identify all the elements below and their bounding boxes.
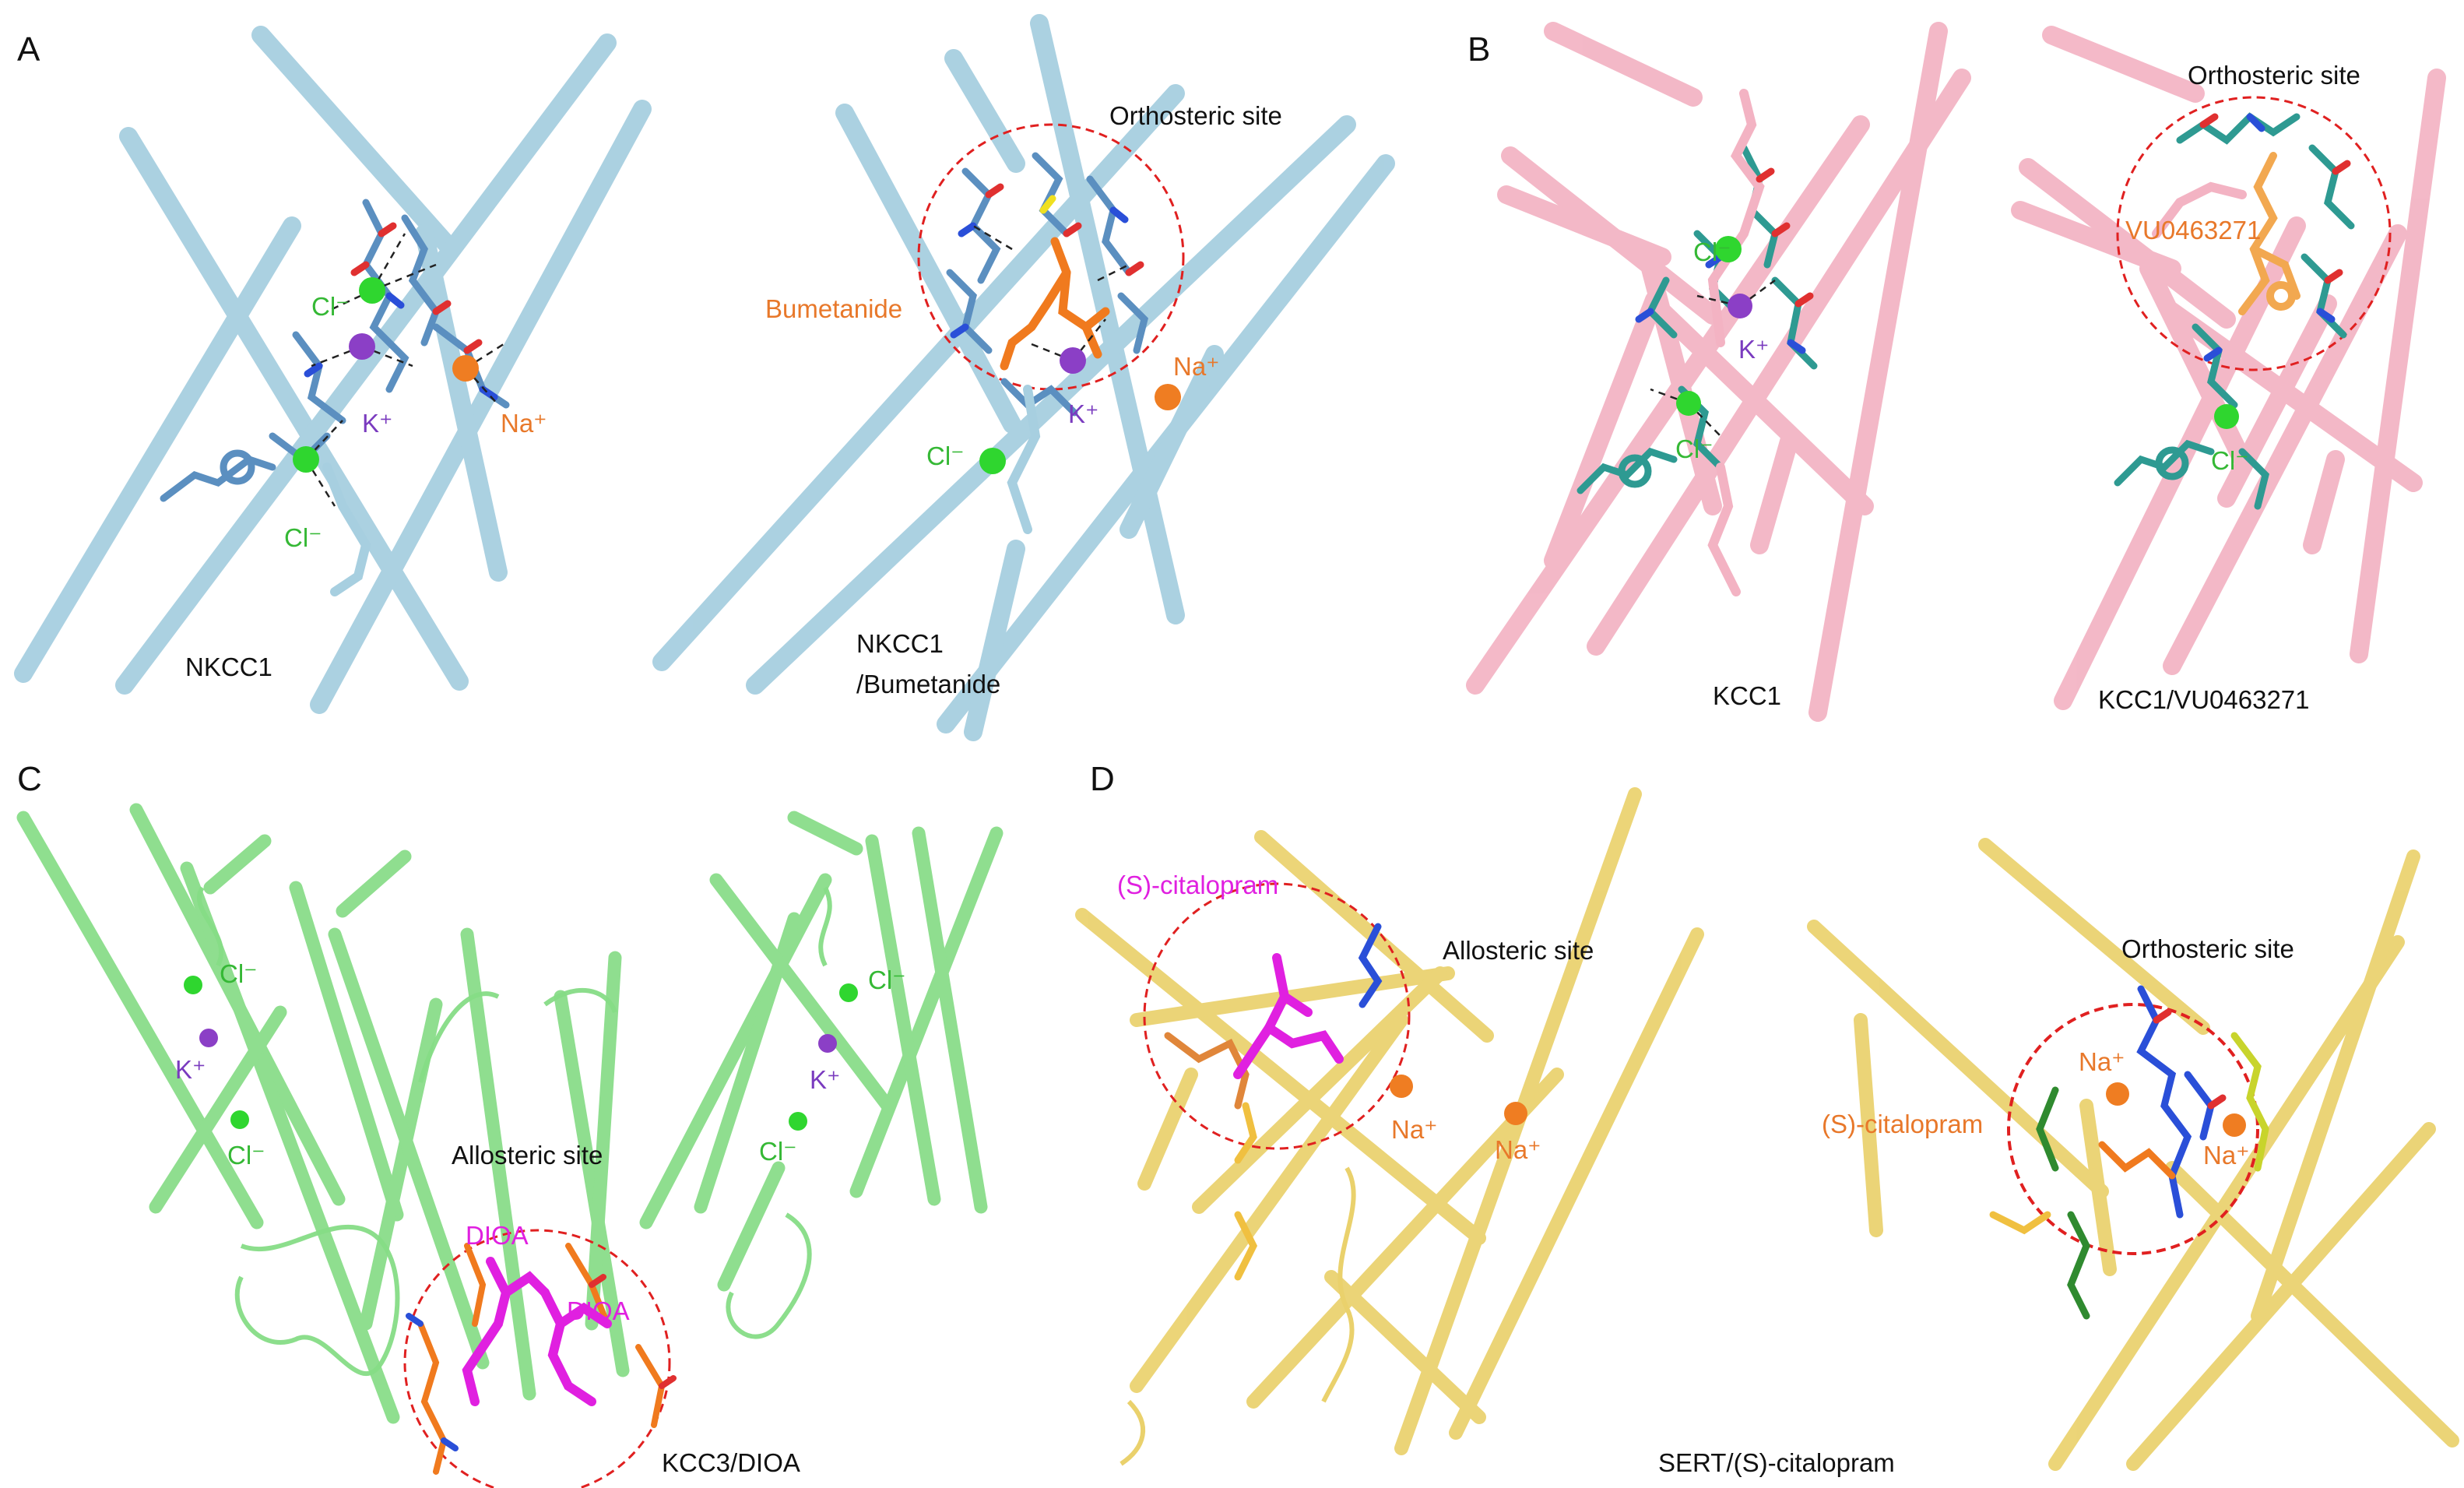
panel-a: A Cl⁻ K⁺ Na⁺ Cl⁻ NKCC1 xyxy=(14,14,1395,741)
panel-caption: NKCC1 xyxy=(185,653,272,681)
nkcc1-bumetanide-helices xyxy=(652,14,1395,741)
panel-caption: /Bumetanide xyxy=(856,670,1000,698)
panel-caption: SERT/(S)-citalopram xyxy=(1658,1448,1895,1477)
orthosteric-site-circle xyxy=(2007,1003,2259,1255)
k-label: K⁺ xyxy=(1738,335,1769,364)
kcc3-residues xyxy=(406,1243,677,1475)
chloride-ion xyxy=(839,983,858,1002)
orthosteric-site-label: Orthosteric site xyxy=(2121,934,2294,963)
cl-label: Cl⁻ xyxy=(220,959,258,988)
sodium-ion xyxy=(1390,1075,1413,1098)
panel-letter-d: D xyxy=(1090,760,1115,798)
potassium-ion xyxy=(1060,347,1086,374)
chloride-ion xyxy=(184,976,202,994)
s-citalopram-label: (S)-citalopram xyxy=(1822,1110,1983,1138)
chloride-ion xyxy=(1715,236,1742,262)
k-label: K⁺ xyxy=(362,409,392,438)
nkcc1-residues xyxy=(160,199,510,596)
na-label: Na⁺ xyxy=(1391,1115,1438,1144)
nkcc1-ions xyxy=(293,277,479,473)
kcc1-residues xyxy=(1576,89,1818,596)
s-citalopram-molecule xyxy=(1233,953,1344,1079)
vu0463271-molecule xyxy=(2238,152,2301,315)
na-label: Na⁺ xyxy=(2079,1047,2125,1076)
dioa-label: DIOA xyxy=(567,1296,630,1325)
allosteric-site-label: Allosteric site xyxy=(1443,936,1594,965)
cl-label: Cl⁻ xyxy=(2211,446,2249,475)
allosteric-site-label: Allosteric site xyxy=(452,1141,603,1170)
kcc1-vu-residues xyxy=(2114,112,2355,510)
k-label: K⁺ xyxy=(1068,399,1098,428)
panel-b: B Cl⁻ K⁺ Cl⁻ KCC1 xyxy=(1466,22,2446,722)
chloride-ion xyxy=(1676,391,1701,416)
nkcc1-bumetanide-residues xyxy=(946,152,1148,534)
sodium-ion xyxy=(452,355,479,382)
sodium-ion xyxy=(2223,1113,2246,1137)
orthosteric-site-label: Orthosteric site xyxy=(2188,61,2360,90)
sert-residues xyxy=(1164,923,2269,1320)
chloride-ion xyxy=(359,277,385,304)
cl-label: Cl⁻ xyxy=(227,1141,265,1170)
chloride-ion xyxy=(230,1110,249,1129)
panel-d: D (S)-citalopram Allosteric site Na⁺ Na⁺… xyxy=(1075,760,2459,1477)
bumetanide-molecule xyxy=(1000,237,1110,371)
bumetanide-label: Bumetanide xyxy=(765,294,902,323)
panel-letter-b: B xyxy=(1468,30,1490,69)
chloride-ion xyxy=(979,448,1006,474)
kcc3-helices xyxy=(16,803,1004,1424)
panel-caption: KCC3/DIOA xyxy=(662,1448,800,1477)
na-label: Na⁺ xyxy=(1495,1135,1541,1164)
chloride-ion xyxy=(789,1112,807,1131)
chloride-ion xyxy=(2214,404,2239,429)
sert-helices xyxy=(1075,787,2459,1471)
sodium-ion xyxy=(1155,384,1181,410)
potassium-ion xyxy=(1728,294,1752,318)
cl-label: Cl⁻ xyxy=(926,441,965,470)
cl-label: Cl⁻ xyxy=(1693,237,1731,266)
nkcc1-coordination xyxy=(304,233,507,507)
nkcc1-bumetanide-coordination xyxy=(972,224,1130,362)
panel-c: C Cl⁻ K⁺ Cl⁻ Cl⁻ K⁺ Cl⁻ Allosteric site … xyxy=(16,760,1004,1488)
sodium-ion xyxy=(2106,1082,2129,1106)
sodium-ion xyxy=(1504,1102,1527,1125)
allosteric-site-circle xyxy=(403,1229,671,1488)
cl-label: Cl⁻ xyxy=(284,523,322,552)
sert-loops xyxy=(1120,1166,1356,1466)
panel-caption: KCC1/VU0463271 xyxy=(2098,685,2310,714)
panel-caption: KCC1 xyxy=(1713,681,1781,710)
allosteric-site-circle xyxy=(1143,882,1411,1150)
cl-label: Cl⁻ xyxy=(868,966,906,994)
kcc1-helices xyxy=(1466,22,1971,722)
panel-letter-c: C xyxy=(17,760,42,798)
s-citalopram-label: (S)-citalopram xyxy=(1117,871,1278,899)
panel-letter-a: A xyxy=(17,30,40,69)
panel-caption: NKCC1 xyxy=(856,629,944,658)
cl-label: Cl⁻ xyxy=(1675,434,1714,463)
orthosteric-site-circle xyxy=(917,123,1185,391)
dioa-molecules xyxy=(462,1257,612,1406)
chloride-ion xyxy=(293,446,319,473)
potassium-ion xyxy=(818,1034,837,1053)
k-label: K⁺ xyxy=(175,1055,206,1084)
cl-label: Cl⁻ xyxy=(311,292,350,321)
kcc3-loops xyxy=(196,886,832,1377)
nkcc1-helices xyxy=(14,26,652,714)
cl-label: Cl⁻ xyxy=(759,1137,797,1166)
na-label: Na⁺ xyxy=(501,409,547,438)
dioa-label: DIOA xyxy=(466,1221,529,1250)
orthosteric-site-label: Orthosteric site xyxy=(1109,101,1282,130)
na-label: Na⁺ xyxy=(2203,1141,2250,1170)
potassium-ion xyxy=(199,1029,218,1047)
vu0463271-label: VU0463271 xyxy=(2125,216,2261,244)
potassium-ion xyxy=(349,333,375,360)
na-label: Na⁺ xyxy=(1173,352,1220,381)
orthosteric-site-circle xyxy=(2116,96,2392,371)
k-label: K⁺ xyxy=(810,1065,840,1094)
